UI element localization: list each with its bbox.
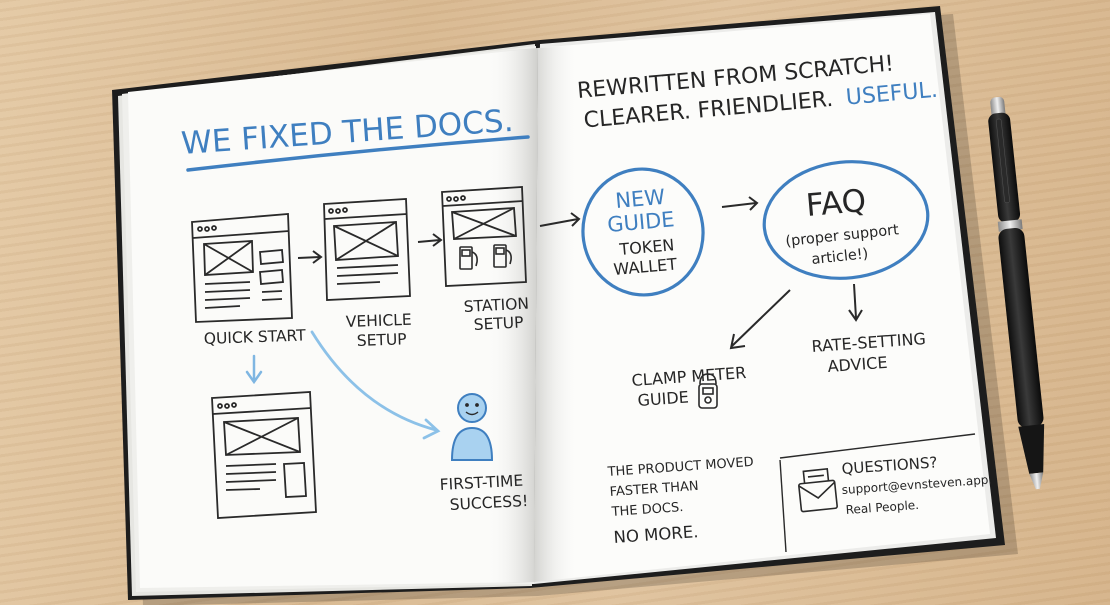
footer-left-line3: THE DOCS. [610,500,684,520]
faq-title: FAQ [805,183,868,224]
document-wireframe-icon [211,391,317,519]
blue-arrow-to-success [310,330,441,440]
first-time-label-line2: SUCCESS! [449,492,528,514]
arrow-quickstart-to-vehicle [297,250,323,264]
rate-setting-line2: ADVICE [827,353,888,376]
title-underline [186,135,530,172]
first-time-label-line1: FIRST-TIME [439,472,523,494]
new-guide-circle [581,167,705,297]
faq-circle [762,160,930,280]
station-setup-label-line2: SETUP [473,313,524,334]
new-guide-line2: GUIDE [606,207,675,237]
blue-arrow-down [245,354,263,385]
envelope-icon [798,468,838,513]
footer-vertical-divider [779,459,787,553]
arrow-faq-to-clamp [729,289,791,350]
arrow-guide-to-faq [721,196,759,211]
vehicle-setup-label-line2: SETUP [357,330,407,350]
token-wallet-line1: TOKEN [618,235,675,259]
vehicle-setup-wireframe-icon [323,198,411,301]
vehicle-setup-label-line1: VEHICLE [346,311,412,331]
quick-start-label: QUICK START [204,326,307,348]
pen-icon [988,96,1045,490]
footer-left-line2: FASTER THAN [609,479,699,500]
right-page [534,14,990,582]
contact-note: Real People. [845,498,919,517]
arrow-station-to-guide [539,212,581,227]
faq-note-line2: article!) [811,246,869,268]
fuel-pump-icon [459,244,512,270]
station-setup-wireframe-icon [441,186,527,287]
arrow-vehicle-to-station [417,233,443,247]
clamp-meter-icon [698,373,718,409]
station-setup-label-line1: STATION [463,295,529,316]
clamp-meter-line2: GUIDE [637,387,689,410]
quick-start-wireframe-icon [191,213,293,323]
new-guide-line1: NEW [614,185,666,213]
person-icon [450,393,494,461]
footer-divider [779,433,976,459]
arrow-faq-to-rate [848,283,863,322]
